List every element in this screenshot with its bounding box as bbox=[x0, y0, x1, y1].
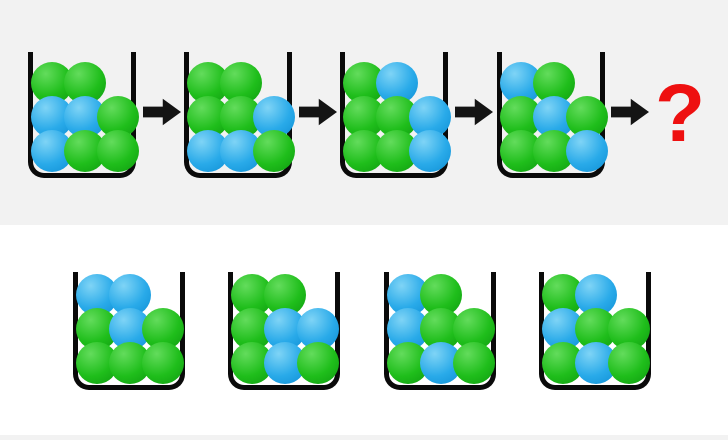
answer-option-cup-4[interactable] bbox=[539, 272, 651, 390]
answer-option-cup-1[interactable] bbox=[73, 272, 185, 390]
blue-ball bbox=[566, 130, 608, 172]
sequence-cup-4 bbox=[497, 52, 608, 178]
sequence-cup-3 bbox=[340, 52, 451, 178]
green-ball bbox=[453, 342, 495, 384]
green-ball bbox=[608, 342, 650, 384]
sequence-cup-2 bbox=[184, 52, 295, 178]
answer-option-cup-3[interactable] bbox=[384, 272, 496, 390]
green-ball bbox=[97, 130, 139, 172]
blue-ball bbox=[409, 130, 451, 172]
green-ball bbox=[297, 342, 339, 384]
question-mark: ? bbox=[654, 68, 706, 159]
answer-option-cup-2[interactable] bbox=[228, 272, 340, 390]
green-ball bbox=[142, 342, 184, 384]
green-ball bbox=[253, 130, 295, 172]
sequence-cup-1 bbox=[28, 52, 139, 178]
bottom-edge-strip bbox=[0, 435, 728, 440]
